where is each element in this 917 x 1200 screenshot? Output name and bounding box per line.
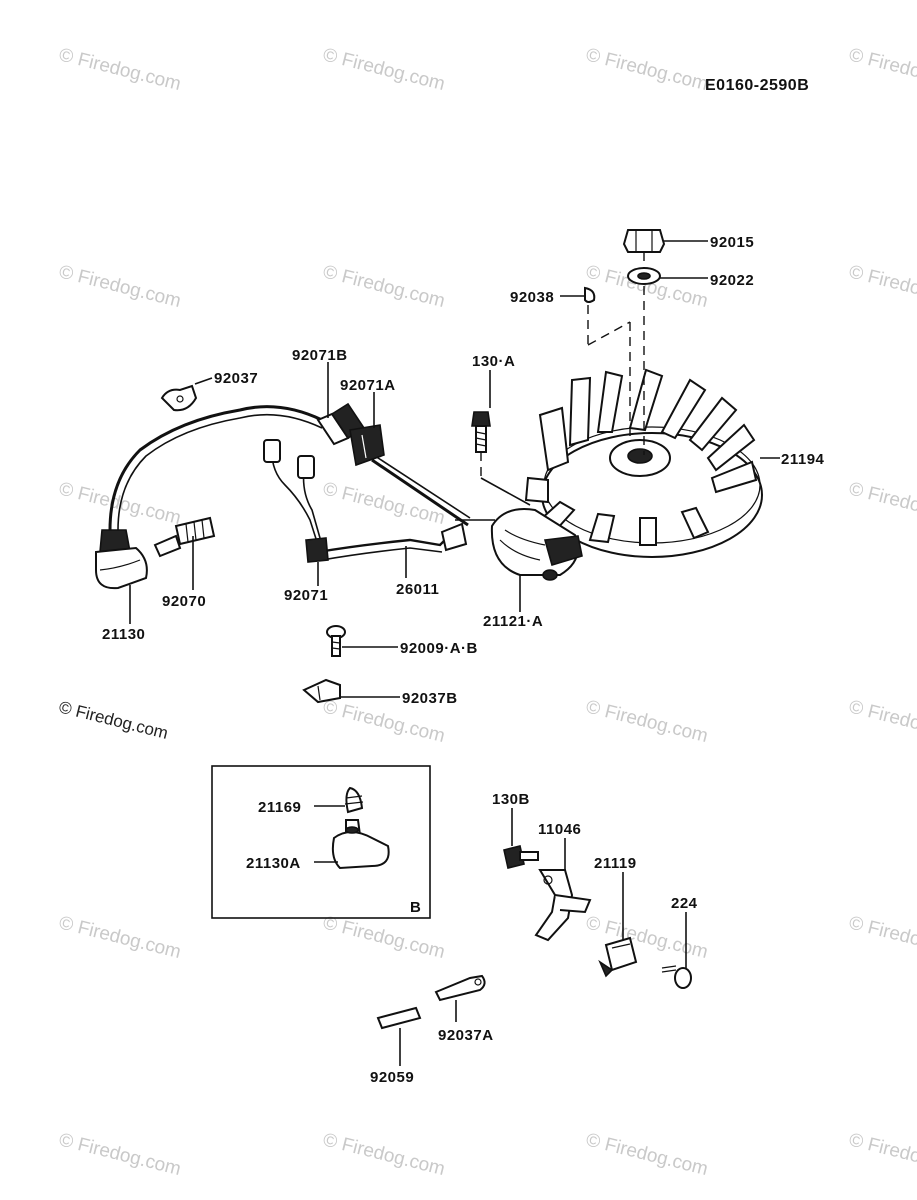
watermark: © Firedog.com [57, 1129, 183, 1180]
watermark: © Firedog.com [321, 44, 447, 95]
watermark: © Firedog.com [584, 696, 710, 747]
washer-92022[interactable] [627, 267, 661, 285]
watermark: © Firedog.com [847, 1129, 917, 1180]
watermark: © Firedog.com [847, 696, 917, 747]
label-130B: 130B [492, 791, 530, 808]
assembly-guides [480, 252, 645, 506]
bracket-11046[interactable] [534, 869, 592, 942]
watermark-dark: © Firedog.com [57, 697, 170, 742]
watermark: © Firedog.com [321, 912, 447, 963]
bolt-130A[interactable] [471, 411, 491, 453]
grommet-92071A[interactable] [349, 424, 385, 467]
label-92071: 92071 [284, 587, 328, 604]
inset-tag: B [410, 899, 421, 916]
label-92059: 92059 [370, 1069, 414, 1086]
label-130A: 130·A [472, 353, 515, 370]
pin-92059[interactable] [376, 1006, 422, 1030]
watermark: © Firedog.com [584, 912, 710, 963]
nut-92015[interactable] [622, 229, 666, 253]
label-21130: 21130 [102, 626, 145, 643]
screw-92009AB[interactable] [326, 625, 346, 657]
watermark: © Firedog.com [57, 261, 183, 312]
inset-box: B [211, 765, 431, 919]
watermark: © Firedog.com [321, 1129, 447, 1180]
label-224: 224 [671, 895, 698, 912]
stop-switch-21119[interactable] [598, 936, 638, 978]
bolt-130B[interactable] [503, 845, 539, 869]
label-21130A: 21130A [246, 855, 301, 872]
label-92037: 92037 [214, 370, 258, 387]
label-11046: 11046 [538, 821, 581, 838]
watermark: © Firedog.com [584, 1129, 710, 1180]
label-92015: 92015 [710, 234, 754, 251]
label-92070: 92070 [162, 593, 206, 610]
clamp-92037[interactable] [160, 384, 198, 412]
spring-21169[interactable] [344, 786, 364, 814]
watermark: © Firedog.com [584, 44, 710, 95]
label-92037A: 92037A [438, 1027, 494, 1044]
spark-plug-cap-21130[interactable] [95, 529, 148, 590]
label-92037B: 92037B [402, 690, 458, 707]
clamp-92037A[interactable] [434, 974, 486, 1002]
ignition-coil-21121A[interactable] [490, 508, 583, 581]
label-92071A: 92071A [340, 377, 396, 394]
flywheel-21194[interactable] [524, 368, 763, 558]
plug-cap-21130A[interactable] [331, 819, 390, 870]
watermark: © Firedog.com [321, 261, 447, 312]
screw-224[interactable] [661, 965, 692, 989]
label-26011: 26011 [396, 581, 439, 598]
leader-lines [129, 240, 780, 1066]
connector-92071[interactable] [305, 537, 329, 563]
clamp-92037B[interactable] [302, 678, 341, 704]
label-21119: 21119 [594, 855, 637, 872]
label-92009AB: 92009·A·B [400, 640, 478, 657]
terminal-92070[interactable] [153, 516, 216, 558]
label-21169: 21169 [258, 799, 301, 816]
watermark: © Firedog.com [57, 912, 183, 963]
label-92022: 92022 [710, 272, 754, 289]
watermark: © Firedog.com [321, 478, 447, 529]
part-labels: 92015 92022 92038 130·A 21194 92071B 920… [102, 234, 825, 1086]
key-92038[interactable] [584, 286, 596, 303]
ignition-cable [108, 405, 495, 531]
watermark: © Firedog.com [847, 478, 917, 529]
label-21121A: 21121·A [483, 613, 543, 630]
watermark: © Firedog.com [847, 261, 917, 312]
watermark: © Firedog.com [847, 44, 917, 95]
wire-harness-26011[interactable] [263, 439, 468, 561]
watermark: © Firedog.com [847, 912, 917, 963]
watermark: © Firedog.com [57, 44, 183, 95]
label-21194: 21194 [781, 451, 825, 468]
label-92038: 92038 [510, 289, 554, 306]
diagram-code: E0160-2590B [705, 77, 809, 94]
label-92071B: 92071B [292, 347, 348, 364]
